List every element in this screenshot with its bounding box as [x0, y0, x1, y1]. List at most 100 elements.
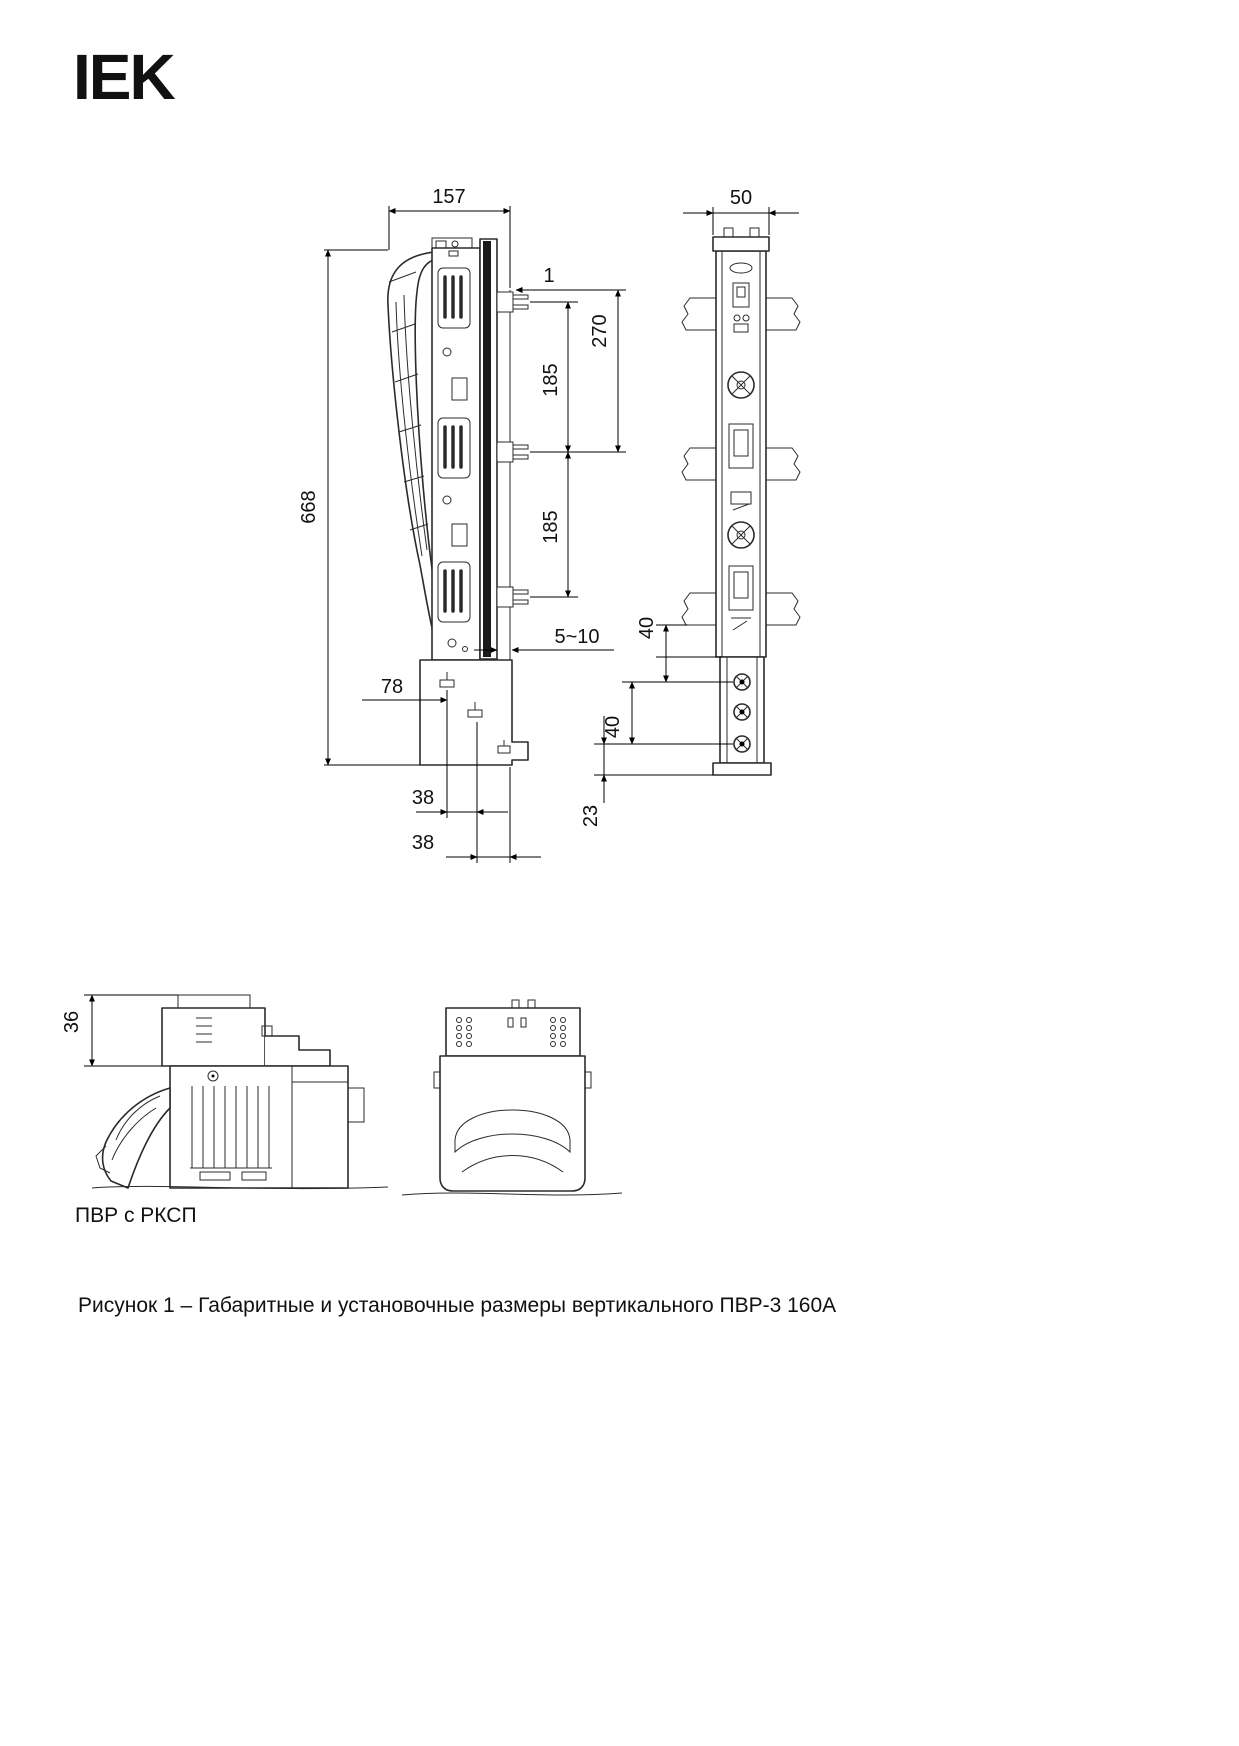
front-view-drawing: [681, 227, 801, 776]
terminal-1: [733, 673, 751, 691]
base-box-screws: [439, 672, 511, 754]
terminal-3: [733, 735, 751, 753]
contact-studs: [496, 291, 529, 608]
label-plate: [730, 491, 752, 511]
dim-label-38a: 38: [412, 787, 434, 809]
top-clip: [431, 237, 473, 257]
dim-label-40b: 40: [602, 716, 624, 738]
terminal-center: [739, 741, 745, 747]
lower-detail: [731, 617, 751, 631]
extension-lines: [84, 994, 178, 1067]
terminal-column-walls: [726, 657, 758, 763]
hole: [456, 1017, 462, 1023]
screw-detail: [462, 646, 468, 652]
screw-detail: [447, 638, 457, 648]
top-terminal-plate: [445, 1007, 581, 1057]
busbar-block-slots: [196, 1017, 212, 1043]
fuse-window-1: [728, 423, 754, 469]
switch-window: [732, 282, 750, 333]
base-box: [419, 659, 529, 766]
fuse-module-2-slots: [443, 425, 463, 469]
shroud-arc: [461, 1155, 564, 1173]
handle-lever-inner: [111, 1095, 161, 1161]
hole: [466, 1033, 472, 1039]
dim-label-1: 1: [543, 265, 554, 287]
screw-detail: [442, 347, 452, 357]
front-top-tabs: [723, 227, 760, 238]
hole: [456, 1025, 462, 1031]
bracket-notch: [261, 1025, 273, 1037]
dim-label-185-bottom: 185: [540, 510, 562, 543]
hole: [456, 1033, 462, 1039]
fixing-screw-1-center: [736, 380, 746, 390]
hole: [560, 1033, 566, 1039]
front-body-walls: [721, 251, 761, 657]
plate-holes-left: [456, 1017, 472, 1047]
side-bracket: [265, 1035, 331, 1067]
hole: [560, 1025, 566, 1031]
terminal-stub: [347, 1087, 365, 1123]
busbar-right-stubs: [766, 297, 801, 626]
terminal-2: [733, 703, 751, 721]
fuse-module-3-slots: [443, 569, 463, 613]
fuse-window-2: [728, 565, 754, 611]
hole: [466, 1041, 472, 1047]
busbar-left-stubs: [681, 297, 716, 626]
grip-slot: [729, 262, 753, 274]
hole: [550, 1041, 556, 1047]
dim-label-78: 78: [381, 676, 403, 698]
side-view-dimensions: 157 668 1 270 185 185 5~10 78 38 38: [298, 186, 626, 863]
body-screw: [207, 1070, 219, 1082]
top-clip-screw: [451, 240, 459, 248]
accessory-side-drawing: [91, 994, 389, 1190]
front-foot: [712, 762, 772, 776]
handle-lattice: [388, 271, 429, 557]
terminal-center: [739, 709, 745, 715]
hole: [466, 1017, 472, 1023]
body-fittings: [451, 377, 468, 547]
dim-label-gap: 5~10: [554, 626, 599, 648]
figure-caption: Рисунок 1 – Габаритные и установочные ра…: [78, 1294, 837, 1317]
handle-lever: [101, 1087, 171, 1189]
plate-slots: [507, 1017, 527, 1028]
accessory-body: [169, 1065, 349, 1189]
iek-logo: IEK: [73, 41, 176, 113]
hole: [550, 1017, 556, 1023]
plate-holes-right: [550, 1017, 566, 1047]
extension-lines: [594, 207, 770, 776]
top-plate: [177, 994, 251, 1009]
side-tabs: [433, 1071, 592, 1089]
fuse-module-1-slots: [443, 275, 463, 319]
body-screw-center: [211, 1074, 215, 1078]
busbar-plate-fill: [483, 241, 491, 657]
indicator-hole: [742, 314, 750, 322]
busbar-block: [161, 1007, 266, 1067]
plate-tabs: [511, 999, 536, 1009]
baseline: [91, 1185, 389, 1190]
screw-detail: [442, 495, 452, 505]
front-top-cap: [712, 236, 770, 252]
shroud-arch: [454, 1109, 571, 1154]
body-inner-lines: [190, 1066, 348, 1188]
hole: [550, 1033, 556, 1039]
front-view-dimensions: 50 40 40 23: [580, 187, 799, 827]
accessory-label: ПВР с РКСП: [75, 1204, 197, 1227]
body-feet: [199, 1171, 267, 1181]
hole: [560, 1017, 566, 1023]
shroud-body: [439, 1055, 586, 1192]
accessory-front-drawing: [401, 999, 623, 1196]
dim-label-668: 668: [298, 490, 320, 523]
extension-lines: [324, 206, 626, 863]
dim-label-36: 36: [61, 1011, 83, 1033]
fixing-screw-2-cross: [731, 525, 751, 545]
hole: [550, 1025, 556, 1031]
vent-ribs: [191, 1086, 270, 1168]
dim-label-185-top: 185: [540, 363, 562, 396]
indicator-hole: [733, 314, 741, 322]
hole: [466, 1025, 472, 1031]
terminal-center: [739, 679, 745, 685]
accessory-dimensions: 36: [61, 994, 178, 1067]
dim-label-38b: 38: [412, 832, 434, 854]
